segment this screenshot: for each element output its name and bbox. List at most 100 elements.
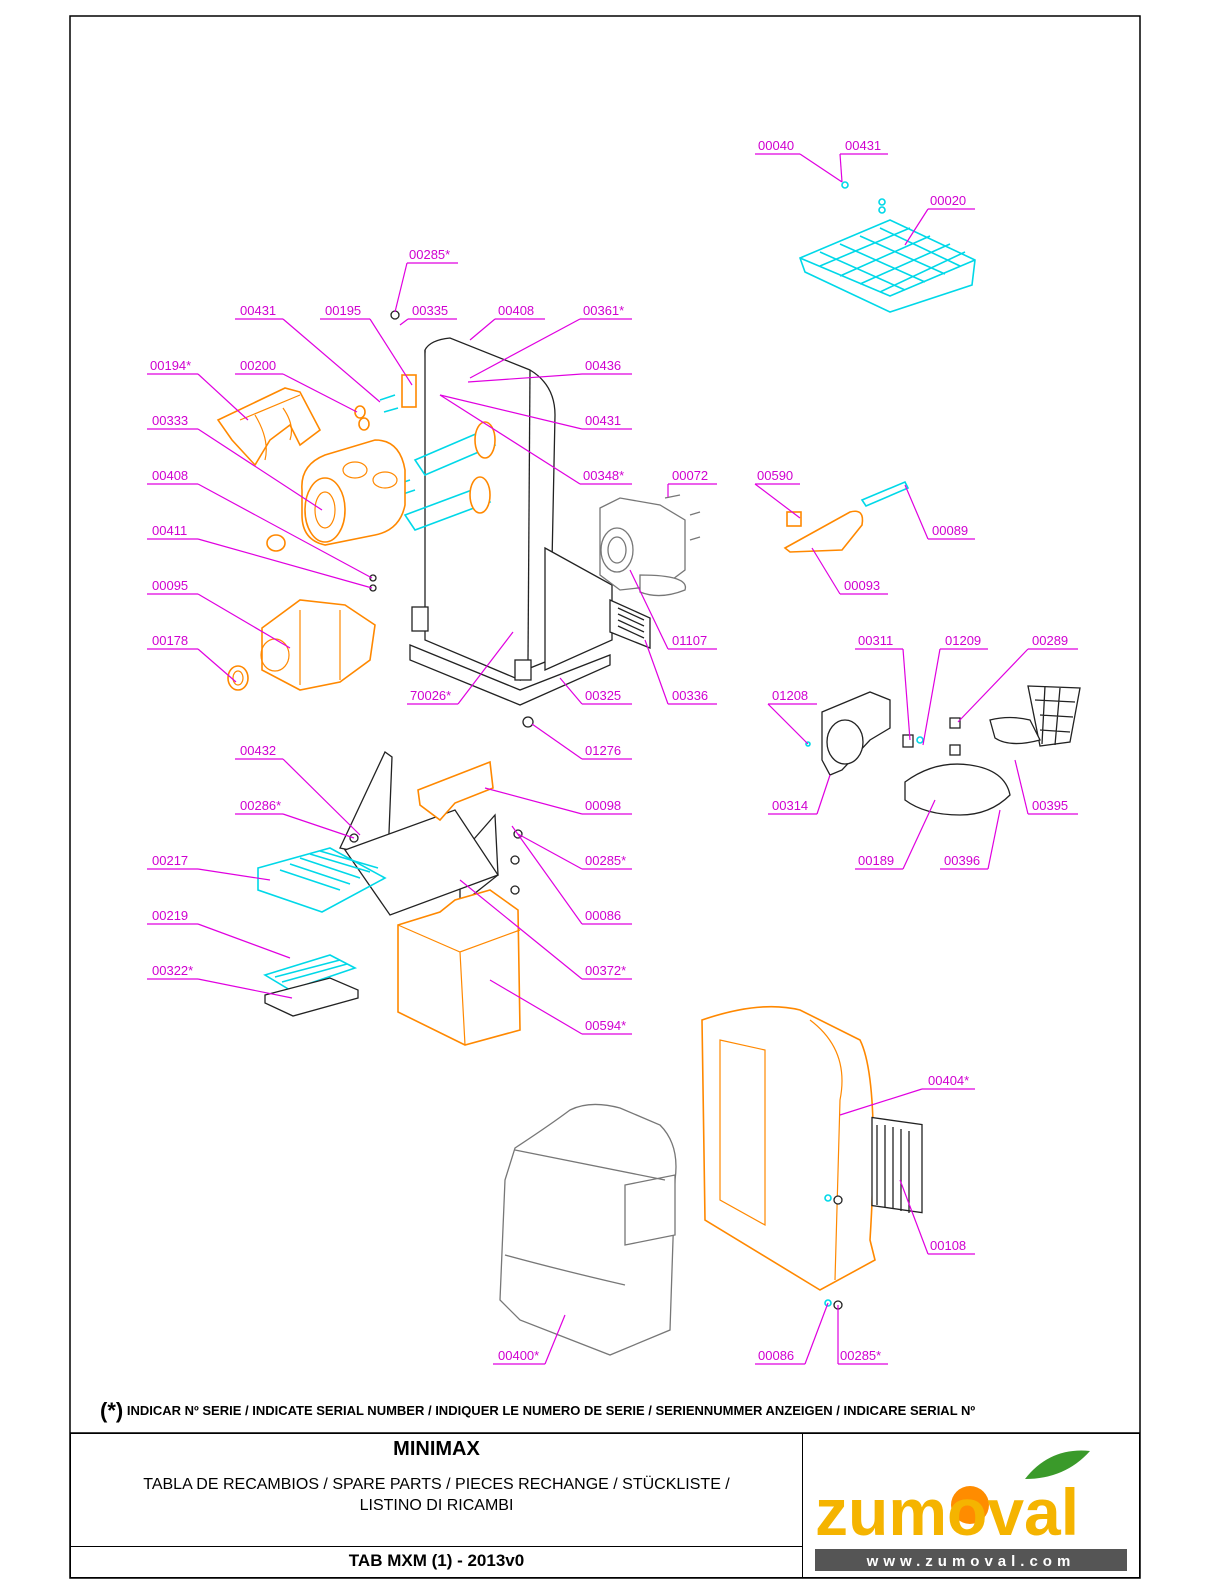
callout-label: 00325 bbox=[585, 688, 621, 703]
subtitle-line-1: TABLA DE RECAMBIOS / SPARE PARTS / PIECE… bbox=[143, 1476, 730, 1493]
callout: 00400* bbox=[493, 1314, 566, 1365]
callout-label: 00072 bbox=[672, 468, 708, 483]
callout-leader-line bbox=[544, 1314, 566, 1365]
callout-leader-line bbox=[282, 373, 358, 413]
callout: 00040 bbox=[755, 138, 843, 183]
callout-label: 00395 bbox=[1032, 798, 1068, 813]
callout-label: 00431 bbox=[240, 303, 276, 318]
peel-holder-part bbox=[805, 691, 924, 776]
callout: 01209 bbox=[922, 633, 988, 746]
callout-label: 00285* bbox=[585, 853, 626, 868]
title-block: MINIMAX TABLA DE RECAMBIOS / SPARE PARTS… bbox=[70, 1433, 1140, 1578]
callout-leader-line bbox=[754, 483, 801, 519]
callout-label: 00314 bbox=[772, 798, 808, 813]
callout: 00314 bbox=[768, 774, 831, 815]
callout-leader-line bbox=[904, 484, 929, 540]
callout-leader-line bbox=[467, 373, 583, 383]
callout-label: 00590 bbox=[757, 468, 793, 483]
callout-leader-line bbox=[804, 1302, 829, 1365]
callout: 01276 bbox=[531, 723, 632, 760]
callout: 00336 bbox=[644, 639, 717, 705]
callout: 00086 bbox=[511, 825, 632, 925]
callout: 00093 bbox=[811, 547, 888, 595]
callout-label: 00089 bbox=[932, 523, 968, 538]
callout: 00020 bbox=[904, 193, 975, 246]
callout-leader-line bbox=[489, 979, 583, 1035]
callout-label: 00095 bbox=[152, 578, 188, 593]
callout-leader-line bbox=[531, 723, 583, 760]
callout-leader-line bbox=[644, 639, 669, 705]
callout-label: 00594* bbox=[585, 1018, 626, 1033]
callout-label: 00200 bbox=[240, 358, 276, 373]
callout-leader-line bbox=[282, 758, 361, 836]
callout: 00285* bbox=[837, 1305, 888, 1365]
callout-label: 00336 bbox=[672, 688, 708, 703]
callout: 00217 bbox=[147, 853, 271, 881]
callout-leader-line bbox=[197, 538, 373, 589]
callout-label: 00322* bbox=[152, 963, 193, 978]
callout-leader-line bbox=[197, 593, 291, 649]
callout: 00194* bbox=[147, 358, 249, 421]
callout: 00436 bbox=[467, 358, 632, 383]
callout-label: 00040 bbox=[758, 138, 794, 153]
callout-label: 00372* bbox=[585, 963, 626, 978]
callout-label: 70026* bbox=[410, 688, 451, 703]
callout: 00348* bbox=[439, 394, 632, 485]
callout-label: 00400* bbox=[498, 1348, 539, 1363]
callout-label: 00411 bbox=[152, 523, 187, 538]
callout: 01208 bbox=[767, 688, 817, 745]
callout-label: 01208 bbox=[772, 688, 808, 703]
callout: 00335 bbox=[399, 303, 457, 326]
callout-leader-line bbox=[484, 787, 583, 815]
callout-leader-line bbox=[799, 153, 843, 183]
callout-label: 00432 bbox=[240, 743, 276, 758]
callout-leader-line bbox=[899, 1179, 929, 1255]
callout-label: 01209 bbox=[945, 633, 981, 648]
drum-part bbox=[301, 439, 406, 546]
callout: 00411 bbox=[147, 523, 373, 589]
callout-leader-line bbox=[839, 1088, 923, 1116]
callout: 00095 bbox=[147, 578, 291, 649]
callout-leader-line bbox=[902, 648, 911, 741]
callout-label: 00289 bbox=[1032, 633, 1068, 648]
callout: 00086 bbox=[755, 1302, 829, 1365]
callout-label: 00436 bbox=[585, 358, 621, 373]
leaf-icon bbox=[1025, 1450, 1090, 1479]
callout-leader-line bbox=[517, 833, 583, 870]
callout-label: 00219 bbox=[152, 908, 188, 923]
serial-number-note: (*) INDICAR Nº SERIE / INDICATE SERIAL N… bbox=[100, 1398, 1130, 1424]
callout-label: 00093 bbox=[844, 578, 880, 593]
callout-leader-line bbox=[469, 318, 581, 379]
zumoval-logo: zumoval www.zumoval.com bbox=[815, 1450, 1127, 1571]
callout: 00333 bbox=[147, 413, 323, 511]
callout-label: 00333 bbox=[152, 413, 188, 428]
callout: 00325 bbox=[559, 677, 632, 705]
callout-leader-line bbox=[282, 318, 381, 403]
gearbox-part bbox=[599, 494, 701, 597]
drawing-reference: TAB MXM (1) - 2013v0 bbox=[348, 1551, 525, 1570]
callout: 00395 bbox=[1014, 759, 1078, 815]
callout-label: 00408 bbox=[498, 303, 534, 318]
callout: 00285* bbox=[517, 833, 632, 870]
callout-label: 00286* bbox=[240, 798, 281, 813]
callout-leader-line bbox=[839, 153, 843, 183]
cup-basket-part bbox=[904, 685, 1081, 816]
callout: 00200 bbox=[235, 358, 358, 413]
callout-leader-line bbox=[197, 648, 237, 683]
callout-label: 01276 bbox=[585, 743, 621, 758]
callout: 00178 bbox=[147, 633, 237, 683]
callout-label: 00086 bbox=[585, 908, 621, 923]
callout-leader-line bbox=[629, 569, 669, 650]
callout: 00195 bbox=[320, 303, 413, 386]
callout-leader-line bbox=[902, 799, 936, 870]
callout-leader-line bbox=[439, 394, 583, 430]
cup-support-part bbox=[216, 387, 322, 467]
callout: 00289 bbox=[957, 633, 1078, 723]
callout-leader-line bbox=[399, 318, 409, 326]
logo-url: www.zumoval.com bbox=[866, 1553, 1076, 1570]
callout-leader-line bbox=[369, 318, 413, 386]
callout: 00431 bbox=[439, 394, 632, 430]
callout-label: 00431 bbox=[845, 138, 881, 153]
callout-label: 00108 bbox=[930, 1238, 966, 1253]
